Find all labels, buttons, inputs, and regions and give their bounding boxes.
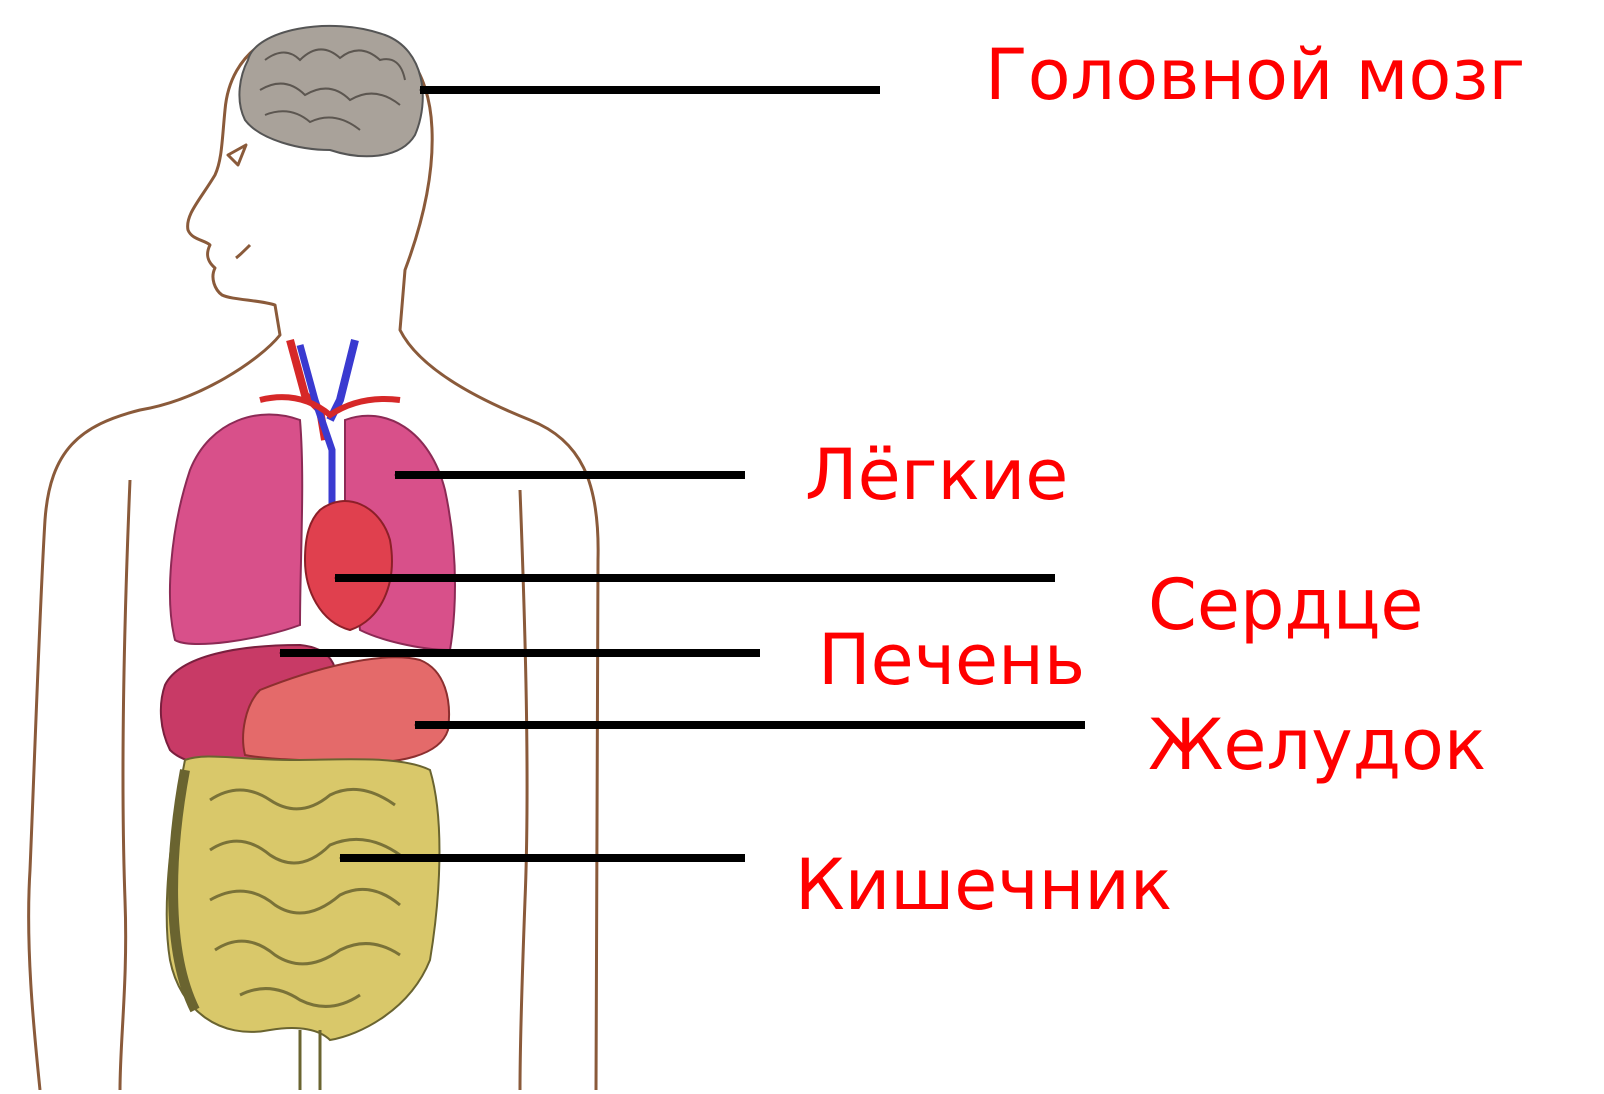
label-heart: Сердце — [1148, 570, 1424, 640]
label-lungs: Лёгкие — [805, 440, 1068, 510]
label-liver: Печень — [818, 625, 1085, 695]
label-intestine: Кишечник — [795, 850, 1172, 920]
label-brain: Головной мозг — [985, 40, 1525, 110]
brain-organ — [239, 26, 422, 156]
label-stomach: Желудок — [1148, 710, 1486, 780]
intestine-organ — [167, 756, 440, 1090]
